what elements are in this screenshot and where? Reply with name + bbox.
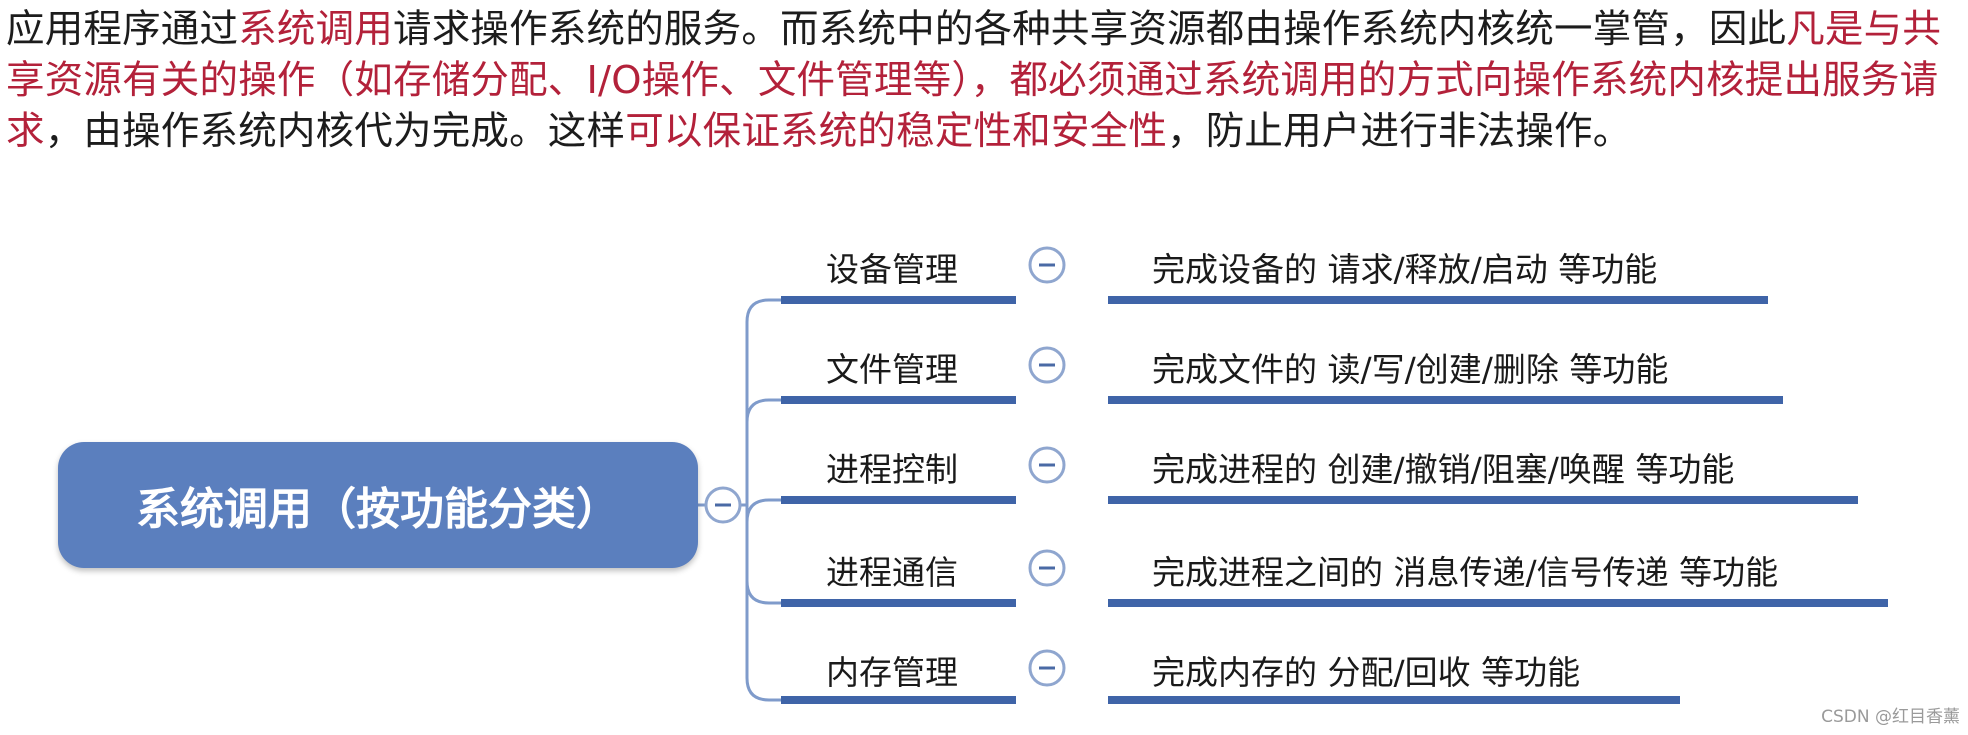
branch-description[interactable]: 完成内存的 分配/回收 等功能	[1152, 653, 1581, 692]
branch-label[interactable]: 文件管理	[826, 350, 958, 389]
collapse-toggles[interactable]	[704, 246, 1066, 687]
branch-connector	[745, 498, 781, 523]
branch-collapse-toggle[interactable]	[1028, 246, 1066, 284]
desc-underline	[1108, 296, 1768, 304]
branch-connector	[745, 580, 781, 605]
branch-label[interactable]: 进程控制	[826, 450, 958, 489]
branch-underline	[781, 396, 1016, 404]
branch-underline	[781, 296, 1016, 304]
branch-collapse-toggle[interactable]	[1028, 446, 1066, 484]
intro-text: 请求操作系统的服务。而系统中的各种共享资源都由操作系统内核统一掌管，因此	[393, 7, 1787, 52]
intro-highlight: 系统调用	[238, 7, 394, 52]
desc-underline	[1108, 696, 1680, 704]
branch-description[interactable]: 完成进程之间的 消息传递/信号传递 等功能	[1152, 553, 1779, 592]
branch-connector	[745, 677, 781, 702]
intro-highlight: 可以保证系统的稳定性和安全性	[625, 109, 1168, 154]
intro-text: 应用程序通过	[6, 7, 239, 52]
root-node-label: 系统调用（按功能分类）	[136, 484, 620, 535]
branch-underline	[781, 696, 1016, 704]
desc-underline	[1108, 599, 1888, 607]
watermark: CSDN @红目香薰	[1821, 707, 1960, 727]
branch-label[interactable]: 进程通信	[826, 553, 958, 592]
intro-highlight: 凡是与共享资源有关的操作（如存储分配、I/O操作、文件管理等），都必须通过系统调…	[6, 7, 1942, 154]
root-node[interactable]: 系统调用（按功能分类）	[58, 442, 698, 568]
branch-description[interactable]: 完成进程的 创建/撤销/阻塞/唤醒 等功能	[1152, 450, 1735, 489]
branch-connectors	[698, 298, 781, 702]
branch-underlines	[781, 296, 1888, 704]
intro-text: ，防止用户进行非法操作。	[1167, 109, 1632, 154]
intro-paragraph: 应用程序通过系统调用请求操作系统的服务。而系统中的各种共享资源都由操作系统内核统…	[6, 4, 1962, 157]
branch-underline	[781, 599, 1016, 607]
branch-description[interactable]: 完成设备的 请求/释放/启动 等功能	[1152, 250, 1658, 289]
root-collapse-toggle[interactable]	[704, 486, 742, 524]
branch-collapse-toggle[interactable]	[1028, 649, 1066, 687]
branch-label[interactable]: 内存管理	[826, 653, 958, 692]
branch-collapse-toggle[interactable]	[1028, 346, 1066, 384]
branch-connector	[745, 398, 781, 423]
branch-underline	[781, 496, 1016, 504]
branch-connector	[745, 298, 781, 323]
desc-underline	[1108, 496, 1858, 504]
intro-text: ，由操作系统内核代为完成。这样	[44, 109, 626, 154]
desc-underline	[1108, 396, 1783, 404]
branch-collapse-toggle[interactable]	[1028, 549, 1066, 587]
branch-label[interactable]: 设备管理	[826, 250, 958, 289]
branch-description[interactable]: 完成文件的 读/写/创建/删除 等功能	[1152, 350, 1669, 389]
